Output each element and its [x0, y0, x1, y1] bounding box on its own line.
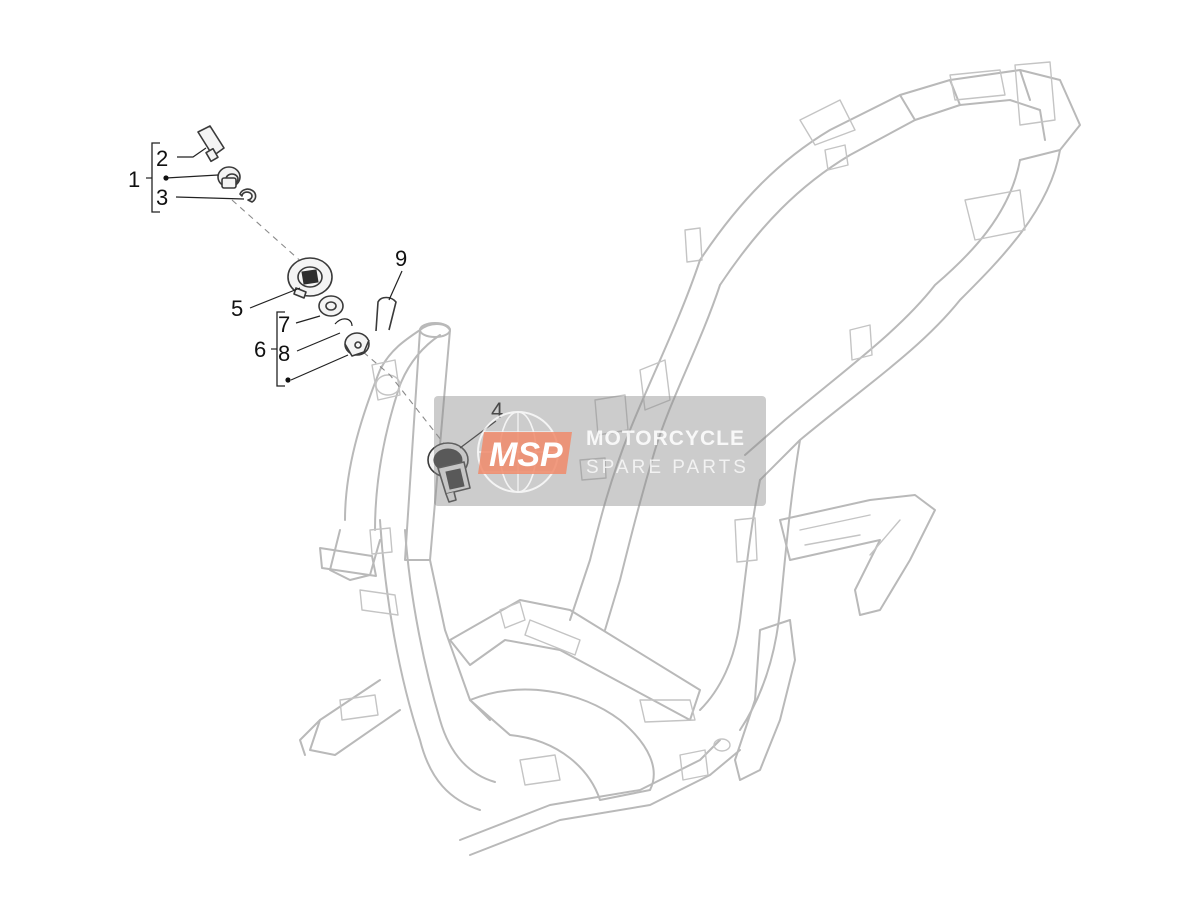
leader-9	[388, 270, 403, 301]
part-5-cover	[287, 257, 333, 299]
watermark-box	[434, 396, 766, 506]
part-8-barrel	[344, 332, 370, 357]
callout-9: 9	[395, 246, 407, 271]
part-9-wire-clip	[375, 296, 397, 332]
leader-3	[175, 196, 245, 200]
callout-3: 3	[156, 185, 168, 210]
watermark-line2: SPARE PARTS	[586, 457, 749, 478]
leader-dot-6	[290, 354, 349, 381]
callout-7: 7	[278, 312, 290, 337]
part-4-ignition-switch	[427, 442, 471, 503]
watermark-logo-text: MSP	[489, 436, 563, 474]
callout-8: 8	[278, 341, 290, 366]
callout-6: 6	[254, 337, 266, 362]
callout-2: 2	[156, 146, 168, 171]
callout-5: 5	[231, 296, 243, 321]
leader-4	[459, 420, 497, 449]
bullet-dot-6	[285, 377, 291, 383]
watermark: MSP MOTORCYCLE SPARE PARTS	[434, 396, 766, 506]
bullet-dot-1	[163, 175, 169, 181]
part-2-key	[197, 125, 225, 163]
callout-1: 1	[128, 167, 140, 192]
scooter-frame	[299, 61, 1081, 856]
leader-5	[249, 287, 301, 309]
part-7-bushing	[318, 295, 344, 317]
assembly-line-mid	[354, 344, 446, 446]
msp-logo: MSP	[478, 432, 572, 474]
part-lock-cylinder	[217, 166, 241, 189]
watermark-line1: MOTORCYCLE	[586, 427, 745, 450]
leader-8	[296, 332, 341, 352]
leader-2	[177, 147, 207, 158]
part-clip	[334, 318, 353, 327]
assembly-line-top	[231, 199, 306, 266]
leader-7	[295, 315, 321, 324]
part-3-ring	[239, 188, 257, 203]
leader-dot-1	[165, 174, 219, 179]
